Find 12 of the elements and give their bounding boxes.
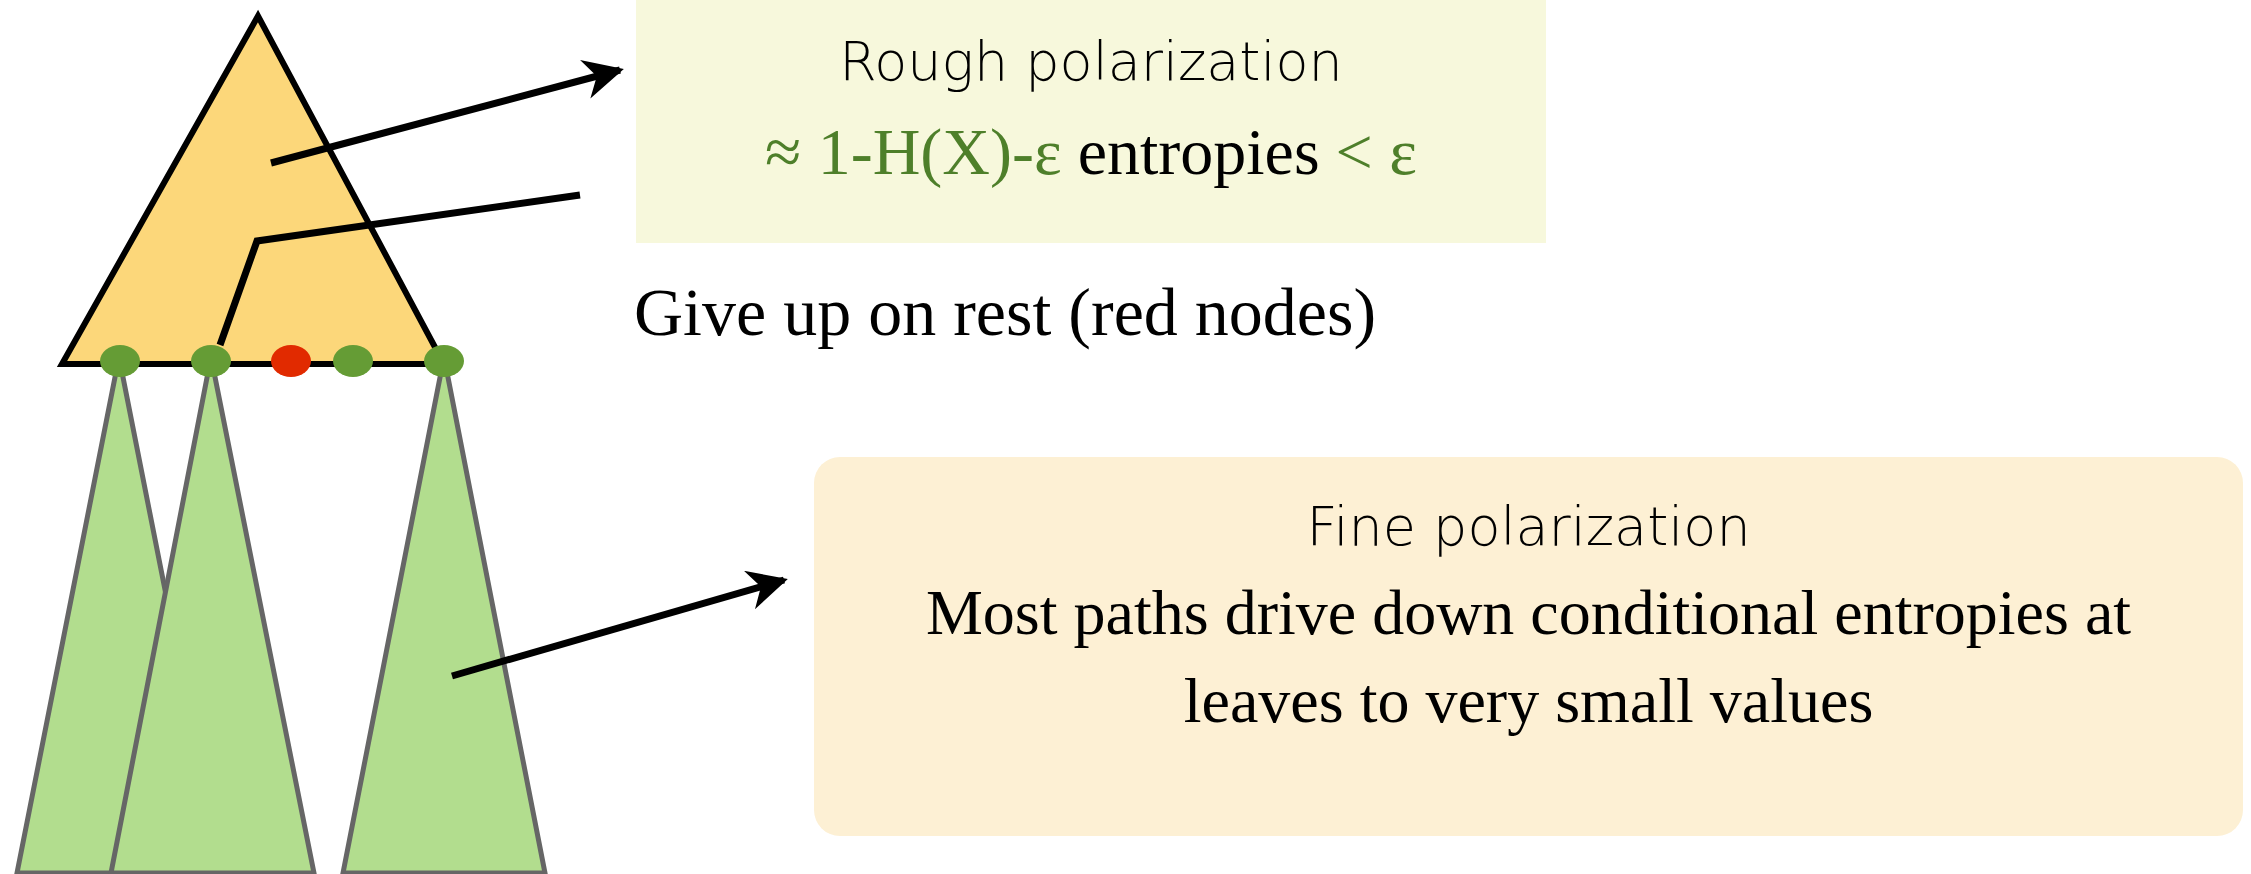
leader-line <box>216 191 581 347</box>
arrow <box>451 570 788 680</box>
box-text: entropies <box>1077 115 1320 188</box>
box-heading: Fine polarization <box>1305 495 1752 559</box>
note-box <box>636 0 1546 243</box>
arrow <box>270 59 624 167</box>
note-text: Give up on rest (red nodes) <box>634 273 1377 352</box>
box-text: Most paths drive down conditional entropies at leaves to very small values <box>924 576 2133 738</box>
box-heading: Rough polarization <box>838 30 1344 94</box>
formula-text: ≈ 1-H(X)-ε <box>764 115 1062 188</box>
note-box <box>814 457 2243 836</box>
formula-text: < ε <box>1335 115 1418 188</box>
